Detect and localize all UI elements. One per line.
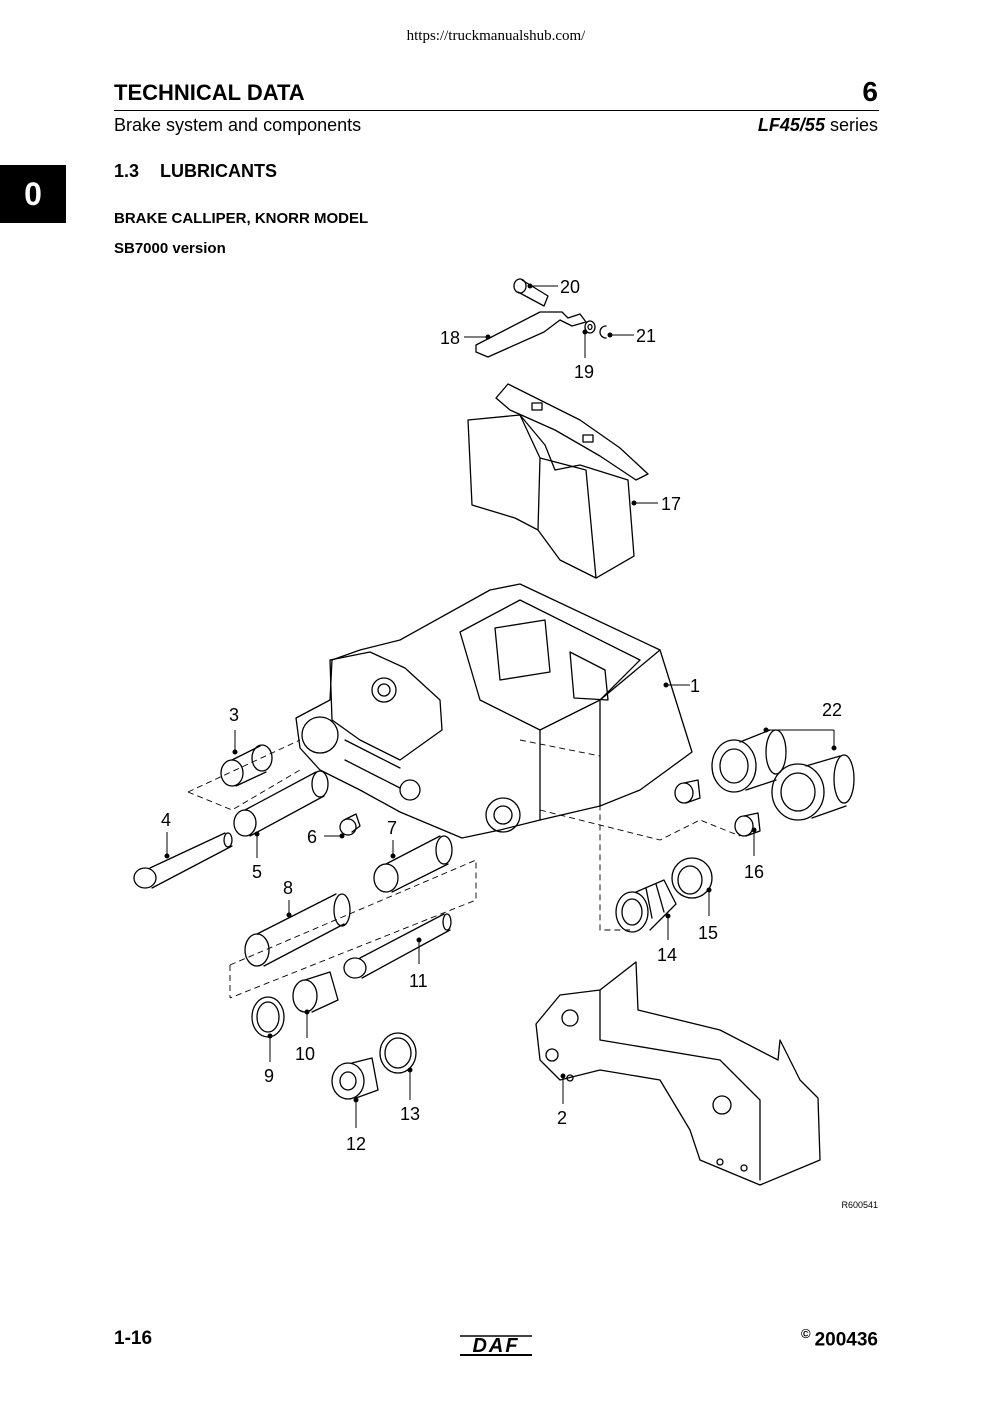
part-19-washer [584, 320, 596, 334]
part-8-guide-tube [244, 893, 351, 967]
part-7-bush [373, 835, 453, 893]
section-heading: 1.3 LUBRICANTS [114, 161, 277, 182]
part-14-boot [615, 879, 677, 933]
part-5-guide-tube [233, 770, 329, 837]
callout-20: 20 [560, 277, 580, 297]
document-code-value: 200436 [814, 1329, 878, 1351]
page-subtitle: Brake system and components [114, 115, 362, 135]
chapter-number: 6 [862, 76, 878, 107]
part-11-bolt [343, 913, 452, 979]
series-model: LF45/55 [757, 115, 825, 135]
callout-7: 7 [387, 818, 397, 838]
assembly-guide-lines [187, 739, 741, 999]
callout-10: 10 [295, 1044, 315, 1064]
series-label: LF45/55 series [758, 115, 878, 136]
part-22-bellows [711, 729, 855, 821]
callout-14: 14 [657, 945, 677, 965]
part-9-clip [251, 996, 285, 1038]
part-15-sleeve [671, 857, 713, 899]
part-12-cap [331, 1057, 379, 1100]
callout-13: 13 [400, 1104, 420, 1124]
logo-text: DAF [472, 1335, 519, 1357]
part-13-o-ring [379, 1032, 417, 1074]
part-21-clip [599, 325, 607, 339]
page-number: 1-16 [114, 1328, 153, 1349]
callout-5: 5 [252, 862, 262, 882]
callout-9: 9 [264, 1066, 274, 1086]
part-3-sleeve [220, 744, 273, 787]
callout-17: 17 [661, 494, 681, 514]
section-number: 1.3 [114, 161, 140, 181]
callout-2: 2 [557, 1108, 567, 1128]
page-title: TECHNICAL DATA [114, 80, 305, 105]
callout-1: 1 [690, 676, 700, 696]
callout-4: 4 [161, 810, 171, 830]
header-rule [114, 110, 879, 111]
callout-21: 21 [636, 326, 656, 346]
source-url: https://truckmanualshub.com/ [406, 28, 586, 44]
part-6-plug [339, 813, 361, 836]
figure-reference: R600541 [841, 1200, 878, 1210]
part-18-bracket [475, 311, 587, 358]
callout-16: 16 [744, 862, 764, 882]
callout-6: 6 [307, 827, 317, 847]
callout-15: 15 [698, 923, 718, 943]
document-code: ©200436 [801, 1326, 878, 1351]
callout-19: 19 [574, 362, 594, 382]
callout-3: 3 [229, 705, 239, 725]
version-label: SB7000 version [114, 240, 226, 257]
callout-11: 11 [409, 971, 428, 991]
part-20-pin [513, 278, 549, 307]
part-16-bush [674, 779, 761, 837]
part-10-piston [292, 971, 339, 1013]
series-word: series [829, 115, 878, 135]
part-1-caliper-housing [295, 583, 693, 839]
section-tab: 0 [0, 165, 66, 223]
part-4-bolt [133, 832, 233, 889]
copyright-symbol: © [801, 1326, 811, 1341]
callout-8: 8 [283, 878, 293, 898]
section-title: LUBRICANTS [160, 161, 277, 181]
callout-12: 12 [346, 1134, 366, 1154]
leader-lines [164, 283, 837, 1128]
part-17-brake-pads [467, 383, 649, 579]
subheading: BRAKE CALLIPER, KNORR MODEL [114, 210, 369, 227]
callout-22: 22 [822, 700, 842, 720]
part-2-carrier [535, 961, 821, 1186]
daf-logo: DAF [458, 1335, 534, 1357]
callout-18: 18 [440, 328, 460, 348]
